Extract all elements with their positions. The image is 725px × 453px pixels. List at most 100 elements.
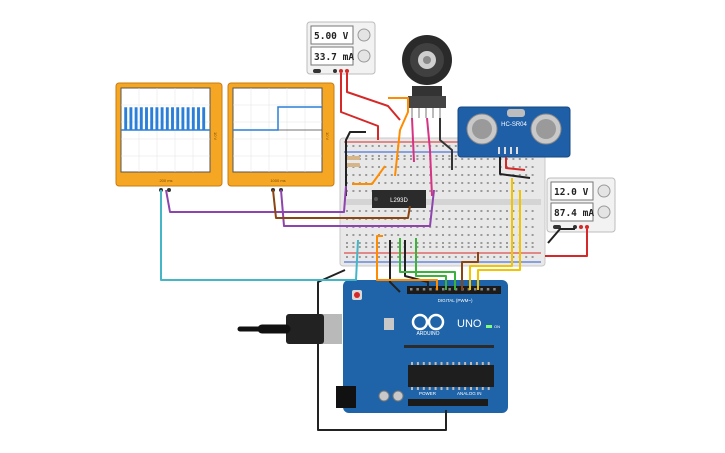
breadboard-hole[interactable] xyxy=(454,166,457,168)
breadboard-hole[interactable] xyxy=(397,182,400,184)
breadboard-hole[interactable] xyxy=(499,234,502,236)
breadboard-hole[interactable] xyxy=(506,182,508,184)
breadboard-hole[interactable] xyxy=(358,174,361,176)
breadboard-hole[interactable] xyxy=(506,190,508,192)
breadboard-hole[interactable] xyxy=(397,166,400,168)
breadboard-hole[interactable] xyxy=(506,226,508,228)
breadboard-rail-hole[interactable] xyxy=(474,256,476,258)
breadboard-hole[interactable] xyxy=(454,226,457,228)
breadboard-hole[interactable] xyxy=(461,158,464,160)
breadboard-hole[interactable] xyxy=(512,234,515,236)
breadboard-hole[interactable] xyxy=(416,182,419,184)
digital-pin[interactable] xyxy=(486,288,490,291)
breadboard-hole[interactable] xyxy=(480,218,483,220)
breadboard-hole[interactable] xyxy=(474,218,476,220)
breadboard-hole[interactable] xyxy=(435,174,438,176)
breadboard-hole[interactable] xyxy=(397,242,400,244)
breadboard-rail-hole[interactable] xyxy=(416,145,419,147)
breadboard-hole[interactable] xyxy=(486,190,489,192)
breadboard-hole[interactable] xyxy=(422,210,425,212)
breadboard-hole[interactable] xyxy=(486,218,489,220)
breadboard-hole[interactable] xyxy=(371,242,374,244)
dc-jack[interactable] xyxy=(336,386,356,408)
digital-pin[interactable] xyxy=(410,288,413,291)
breadboard-hole[interactable] xyxy=(493,226,496,228)
breadboard-hole[interactable] xyxy=(467,242,470,244)
breadboard-hole[interactable] xyxy=(397,174,400,176)
breadboard-rail-hole[interactable] xyxy=(384,155,387,157)
breadboard-hole[interactable] xyxy=(518,166,521,168)
breadboard-rail-hole[interactable] xyxy=(435,246,438,248)
power-supply-12v-terminal-pos[interactable] xyxy=(585,225,589,229)
breadboard-hole[interactable] xyxy=(352,234,355,236)
breadboard-hole[interactable] xyxy=(461,218,464,220)
voltage-knob-icon[interactable] xyxy=(357,28,371,42)
breadboard-rail-hole[interactable] xyxy=(410,246,412,248)
breadboard-rail-hole[interactable] xyxy=(403,155,406,157)
breadboard-hole[interactable] xyxy=(410,234,412,236)
breadboard-hole[interactable] xyxy=(403,210,406,212)
breadboard-hole[interactable] xyxy=(454,234,457,236)
breadboard-rail-hole[interactable] xyxy=(403,145,406,147)
breadboard-hole[interactable] xyxy=(358,190,361,192)
breadboard-hole[interactable] xyxy=(531,226,534,228)
breadboard-rail-hole[interactable] xyxy=(390,246,393,248)
breadboard-hole[interactable] xyxy=(454,242,457,244)
breadboard-rail-hole[interactable] xyxy=(499,256,502,258)
breadboard-rail-hole[interactable] xyxy=(429,246,432,248)
breadboard-hole[interactable] xyxy=(531,190,534,192)
breadboard-hole[interactable] xyxy=(486,182,489,184)
breadboard-hole[interactable] xyxy=(467,174,470,176)
breadboard-rail-hole[interactable] xyxy=(378,246,380,248)
breadboard-hole[interactable] xyxy=(525,174,528,176)
power-supply-5v-terminal-pos[interactable] xyxy=(339,69,343,73)
breadboard-rail-hole[interactable] xyxy=(352,145,355,147)
breadboard-hole[interactable] xyxy=(352,210,355,212)
voltage-knob-icon[interactable] xyxy=(597,184,611,198)
breadboard-hole[interactable] xyxy=(480,234,483,236)
breadboard-rail-hole[interactable] xyxy=(410,256,412,258)
breadboard-hole[interactable] xyxy=(480,242,483,244)
breadboard-hole[interactable] xyxy=(480,158,483,160)
breadboard-hole[interactable] xyxy=(512,226,515,228)
breadboard-hole[interactable] xyxy=(448,226,451,228)
breadboard-hole[interactable] xyxy=(467,182,470,184)
digital-pin[interactable] xyxy=(448,288,451,291)
digital-pin[interactable] xyxy=(416,288,419,291)
breadboard-hole[interactable] xyxy=(358,166,361,168)
breadboard-hole[interactable] xyxy=(480,166,483,168)
breadboard-hole[interactable] xyxy=(486,158,489,160)
breadboard-hole[interactable] xyxy=(378,158,380,160)
digital-pin[interactable] xyxy=(442,288,445,291)
breadboard-rail-hole[interactable] xyxy=(448,145,451,147)
breadboard-hole[interactable] xyxy=(448,166,451,168)
power-supply-5v-terminal-pos[interactable] xyxy=(345,69,349,73)
oscilloscope-2[interactable]: 10 V 1000 ms xyxy=(227,82,335,192)
breadboard-hole[interactable] xyxy=(454,190,457,192)
breadboard-rail-hole[interactable] xyxy=(486,256,489,258)
digital-pin[interactable] xyxy=(480,288,483,291)
breadboard-rail-hole[interactable] xyxy=(416,256,419,258)
usb-cable[interactable] xyxy=(237,314,342,344)
breadboard-rail-hole[interactable] xyxy=(416,246,419,248)
breadboard-hole[interactable] xyxy=(531,210,534,212)
breadboard-rail-hole[interactable] xyxy=(448,256,451,258)
breadboard-hole[interactable] xyxy=(358,234,361,236)
breadboard-hole[interactable] xyxy=(474,174,476,176)
power-supply-5v-terminal-neg[interactable] xyxy=(333,69,337,73)
breadboard-hole[interactable] xyxy=(531,218,534,220)
breadboard-hole[interactable] xyxy=(416,218,419,220)
breadboard-hole[interactable] xyxy=(454,218,457,220)
breadboard-hole[interactable] xyxy=(378,166,380,168)
breadboard-rail-hole[interactable] xyxy=(506,246,508,248)
breadboard-hole[interactable] xyxy=(422,174,425,176)
l293d-ic[interactable]: L293D xyxy=(372,190,426,208)
breadboard-hole[interactable] xyxy=(493,166,496,168)
breadboard-rail-hole[interactable] xyxy=(352,246,355,248)
breadboard-rail-hole[interactable] xyxy=(346,256,348,258)
breadboard-hole[interactable] xyxy=(499,210,502,212)
breadboard-hole[interactable] xyxy=(454,182,457,184)
breadboard-hole[interactable] xyxy=(384,242,387,244)
